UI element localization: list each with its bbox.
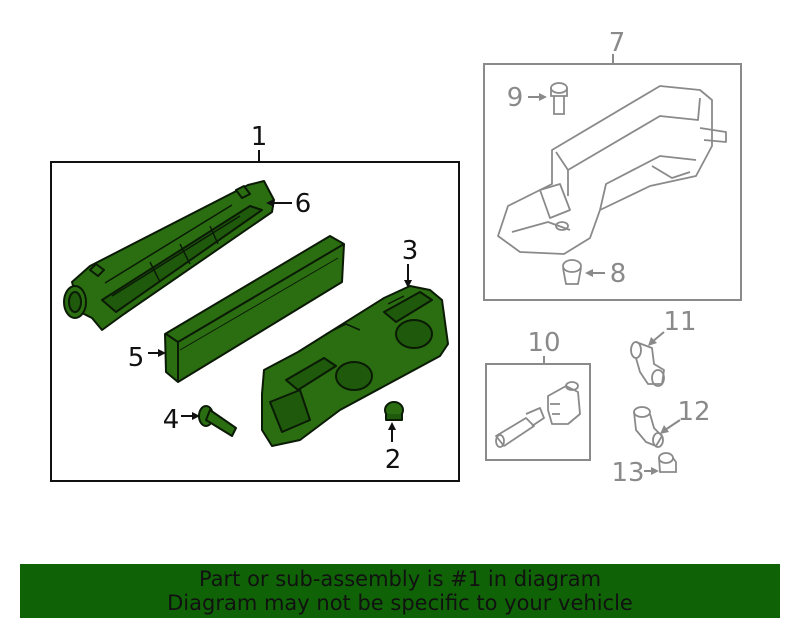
part-4-bolt[interactable]: [198, 405, 237, 437]
callout-5: 5: [128, 343, 145, 373]
arrow-2: [388, 422, 396, 430]
callout-12: 12: [677, 397, 710, 427]
callout-8: 8: [610, 259, 627, 289]
callout-3: 3: [402, 236, 419, 266]
arrow-9: [539, 93, 547, 101]
arrow-4: [192, 412, 200, 420]
part-11-fitting: [630, 341, 665, 387]
callout-9: 9: [507, 83, 524, 113]
callout-7: 7: [609, 28, 626, 58]
callout-4: 4: [163, 405, 180, 435]
arrow-11: [648, 337, 657, 346]
arrow-6: [266, 199, 274, 207]
part-8-clip: [562, 259, 582, 285]
assembly-1-box: [50, 161, 460, 482]
banner-line-1: Part or sub-assembly is #1 in diagram: [198, 567, 602, 591]
callout-6: 6: [295, 189, 312, 219]
callout-1: 1: [251, 122, 268, 152]
disclaimer-banner: Part or sub-assembly is #1 in diagram Di…: [20, 564, 780, 618]
part-5-filter-element[interactable]: [164, 235, 345, 383]
part-3-lower-housing[interactable]: [261, 285, 449, 447]
arrow-5: [158, 349, 166, 357]
arrow-8: [585, 269, 593, 277]
arrow-12: [660, 425, 669, 434]
part-7-intake-duct: [497, 85, 727, 255]
assembly-10-box: [485, 363, 591, 461]
part-2-clip[interactable]: [384, 401, 404, 421]
callout-10: 10: [527, 328, 560, 358]
part-10-sensor: [495, 381, 581, 448]
callout-13: 13: [611, 458, 644, 488]
callout-11: 11: [663, 307, 696, 337]
part-9-bolt: [550, 82, 568, 115]
part-13-cap: [658, 452, 677, 473]
arrow-3: [404, 280, 412, 288]
part-12-hose: [633, 406, 664, 448]
callout-2: 2: [385, 445, 402, 475]
leader-12: [664, 419, 681, 431]
part-6-upper-cover[interactable]: [63, 180, 275, 331]
banner-line-2: Diagram may not be specific to your vehi…: [167, 591, 633, 615]
arrow-13: [651, 467, 659, 475]
